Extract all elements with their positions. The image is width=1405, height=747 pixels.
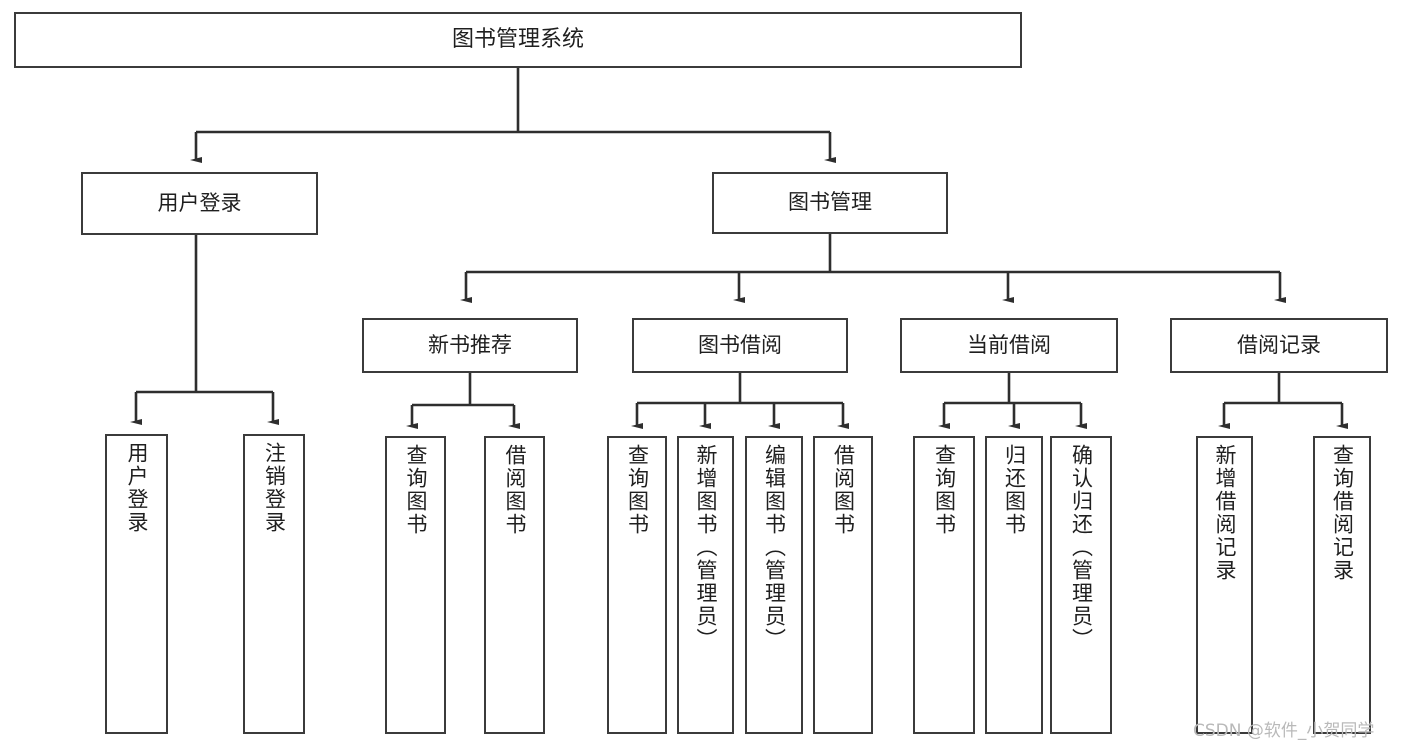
node-label: 查询图书 [932, 444, 957, 536]
node-label: 用户登录 [157, 190, 242, 215]
node-label: 图书管理系统 [451, 26, 584, 52]
node-label: 借阅图书 [831, 444, 856, 536]
leaf-record-add-record[interactable]: 新增借阅记录 [1196, 436, 1253, 734]
node-label: 新书推荐 [428, 332, 512, 357]
node-label: 借阅记录 [1237, 332, 1321, 357]
node-current-borrow[interactable]: 当前借阅 [900, 318, 1118, 373]
node-label: 查询图书 [625, 444, 650, 536]
node-label: 归还图书 [1002, 444, 1027, 536]
node-book-borrow[interactable]: 图书借阅 [632, 318, 848, 373]
leaf-borrow-add-book-admin[interactable]: 新增图书（管理员） [677, 436, 734, 734]
node-label: 当前借阅 [967, 332, 1051, 357]
node-label: 用户登录 [125, 442, 149, 534]
leaf-record-query-record[interactable]: 查询借阅记录 [1313, 436, 1371, 734]
leaf-borrow-query-book[interactable]: 查询图书 [607, 436, 667, 734]
node-borrow-record[interactable]: 借阅记录 [1170, 318, 1388, 373]
node-label: 注销登录 [262, 442, 287, 534]
node-new-book-recommend[interactable]: 新书推荐 [362, 318, 578, 373]
node-label: 新增图书（管理员） [694, 444, 718, 651]
leaf-recommend-query-book[interactable]: 查询图书 [385, 436, 446, 734]
leaf-current-return-book[interactable]: 归还图书 [985, 436, 1043, 734]
node-label: 图书借阅 [698, 332, 782, 357]
node-label: 查询图书 [404, 444, 428, 536]
node-label: 确认归还（管理员） [1069, 444, 1094, 651]
node-label: 借阅图书 [503, 444, 527, 536]
leaf-borrow-edit-book-admin[interactable]: 编辑图书（管理员） [745, 436, 803, 734]
csdn-watermark: CSDN @软件_小贺同学 [1193, 721, 1375, 741]
leaf-user-login[interactable]: 用户登录 [105, 434, 168, 734]
node-book-management[interactable]: 图书管理 [712, 172, 948, 234]
leaf-recommend-borrow-book[interactable]: 借阅图书 [484, 436, 545, 734]
node-label: 编辑图书（管理员） [762, 444, 787, 651]
node-label: 图书管理 [788, 190, 872, 215]
leaf-user-logout[interactable]: 注销登录 [243, 434, 305, 734]
node-root-system[interactable]: 图书管理系统 [14, 12, 1022, 68]
leaf-current-confirm-return-admin[interactable]: 确认归还（管理员） [1050, 436, 1112, 734]
node-label: 新增借阅记录 [1213, 444, 1237, 582]
leaf-borrow-borrow-book[interactable]: 借阅图书 [813, 436, 873, 734]
leaf-current-query-book[interactable]: 查询图书 [913, 436, 975, 734]
node-user-login[interactable]: 用户登录 [81, 172, 318, 235]
node-label: 查询借阅记录 [1330, 444, 1355, 582]
